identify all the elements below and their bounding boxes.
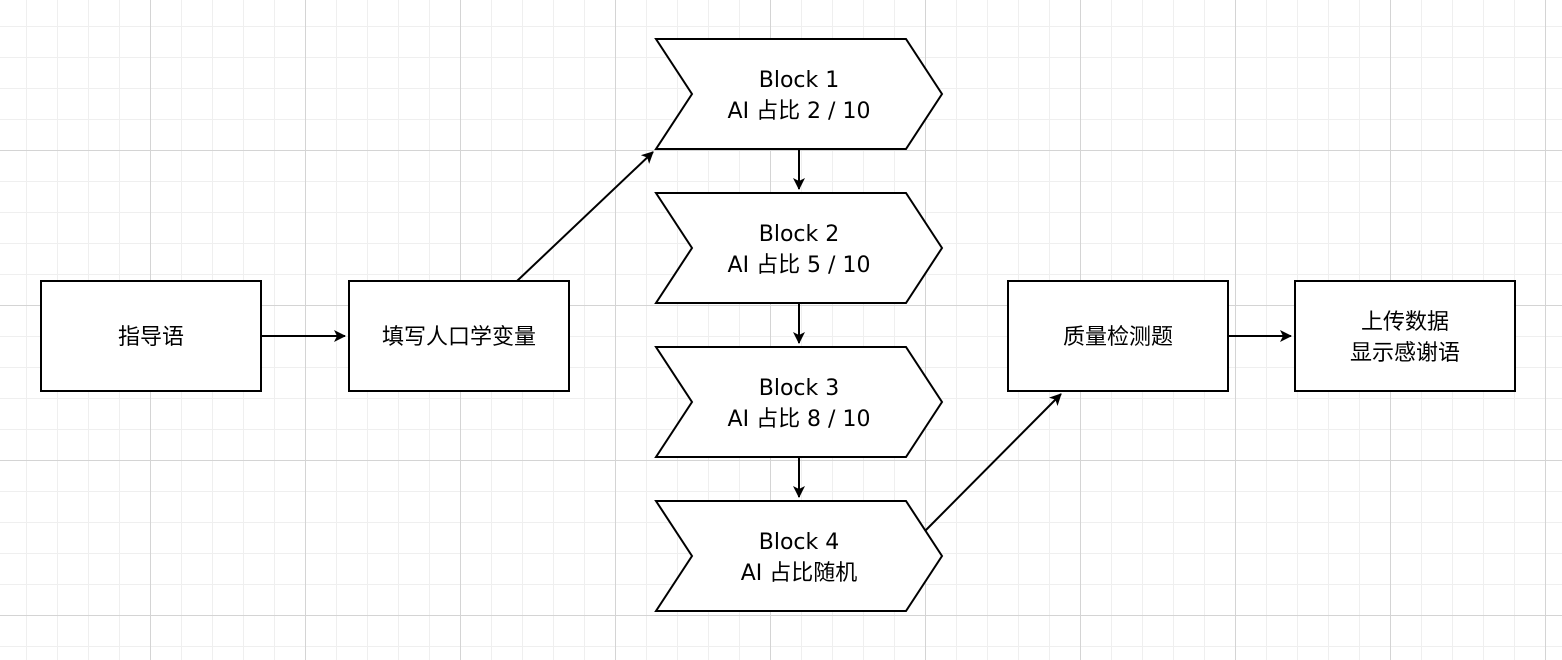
node-block4[interactable]: Block 4 AI 占比随机 [654,500,944,612]
node-demographics-box [348,280,570,392]
node-block2-title: Block 2 [759,222,840,247]
node-demographics[interactable]: 填写人口学变量 [348,280,570,392]
edges [262,149,1292,532]
node-block2-ai-ratio: AI 占比 5 / 10 [728,253,871,278]
node-block3-chevron [654,346,944,458]
node-block2-chevron [654,192,944,304]
node-block1-ai-ratio: AI 占比 2 / 10 [728,99,871,124]
node-block4-ai-ratio: AI 占比随机 [741,561,858,586]
edge-demographics-to-block1 [516,151,654,282]
node-block4-chevron [654,500,944,612]
node-block1-chevron [654,38,944,150]
node-quality-check-label: 质量检测题 [1063,325,1173,350]
node-upload[interactable]: 上传数据 显示感谢语 [1294,280,1516,392]
node-block3-title: Block 3 [759,376,840,401]
node-demographics-label: 填写人口学变量 [382,325,536,350]
node-block2[interactable]: Block 2 AI 占比 5 / 10 [654,192,944,304]
node-block1[interactable]: Block 1 AI 占比 2 / 10 [654,38,944,150]
node-block1-title: Block 1 [759,68,840,93]
node-instructions-box [40,280,262,392]
node-upload-line1: 上传数据 [1361,310,1449,335]
node-quality-check[interactable]: 质量检测题 [1007,280,1229,392]
node-block4-title: Block 4 [759,530,840,555]
node-upload-line2: 显示感谢语 [1350,341,1460,366]
node-instructions[interactable]: 指导语 [40,280,262,392]
node-block3-ai-ratio: AI 占比 8 / 10 [728,407,871,432]
node-instructions-label: 指导语 [118,325,184,350]
node-block3[interactable]: Block 3 AI 占比 8 / 10 [654,346,944,458]
node-upload-box [1294,280,1516,392]
node-quality-check-box [1007,280,1229,392]
edge-block4-to-quality-check [924,393,1062,532]
